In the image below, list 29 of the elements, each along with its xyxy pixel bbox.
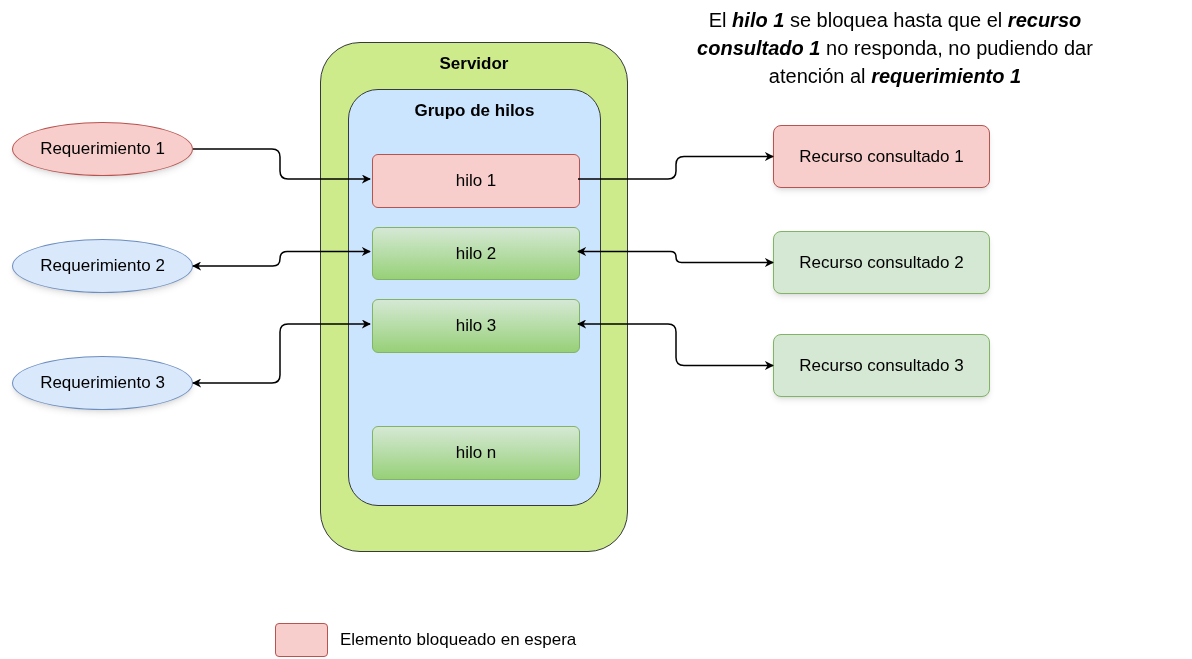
node-label: hilo 1 <box>455 170 497 193</box>
node-label: Recurso consultado 1 <box>799 145 964 168</box>
arrow <box>192 148 371 184</box>
container-title: Grupo de hilos <box>413 100 536 122</box>
resource-box <box>773 231 990 294</box>
arrow <box>577 247 774 267</box>
container-title: Servidor <box>438 53 510 75</box>
arrow <box>192 247 371 271</box>
thread-pool-container <box>348 89 601 506</box>
legend-label: Elemento bloqueado en espera <box>340 629 577 652</box>
thread-box <box>372 299 580 353</box>
thread-box <box>372 154 580 208</box>
node-label: Recurso consultado 3 <box>799 354 964 377</box>
thread-box <box>372 227 580 280</box>
node-label: hilo 3 <box>455 315 497 338</box>
thread-box <box>372 426 580 480</box>
node-label: Recurso consultado 2 <box>799 251 964 274</box>
resource-box <box>773 125 990 188</box>
resource-box <box>773 334 990 397</box>
arrow <box>192 319 371 388</box>
node-label: Requerimiento 1 <box>40 138 165 161</box>
arrow <box>577 152 774 180</box>
node-label: hilo 2 <box>455 242 497 265</box>
server-container <box>320 42 628 552</box>
note-text: El hilo 1 se bloquea hasta que el recurso consultado 1 no responda, no pudiendo dar atención al requerimiento 1 <box>696 8 1094 89</box>
node-label: Requerimiento 3 <box>40 372 165 395</box>
node-label: hilo n <box>455 442 497 465</box>
node-label: Requerimiento 2 <box>40 255 165 278</box>
arrow <box>577 319 774 370</box>
